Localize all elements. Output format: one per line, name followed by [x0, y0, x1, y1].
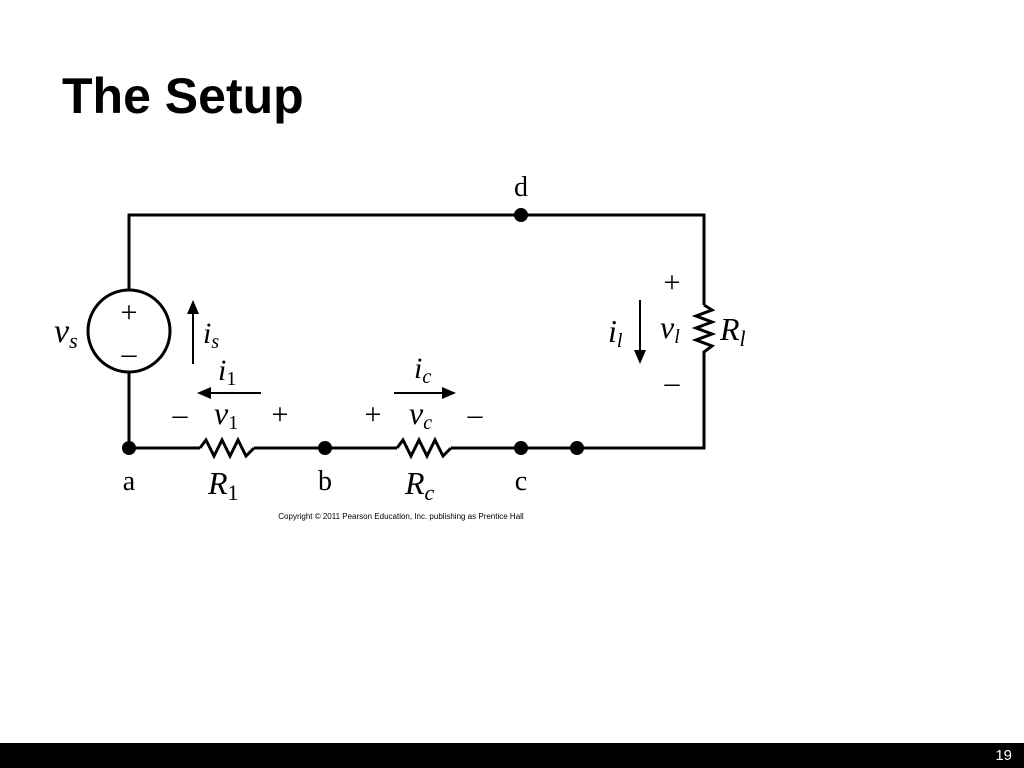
rl-voltage-minus: – — [664, 366, 681, 399]
source-current-arrow — [187, 300, 199, 364]
r1-voltage-minus: – — [172, 398, 189, 431]
rc-label: Rc — [404, 465, 435, 505]
rl-current-arrow — [634, 300, 646, 364]
source-minus-sign: – — [121, 337, 138, 370]
source-voltage-label: vs — [54, 313, 78, 353]
rc-voltage-plus: + — [365, 398, 382, 431]
resistor-r1 — [198, 436, 256, 460]
r1-current-arrow — [197, 387, 261, 399]
resistor-rl — [691, 303, 717, 357]
footer-bar: 19 — [0, 743, 1024, 768]
page-number: 19 — [995, 747, 1012, 764]
wire-left-top — [127, 213, 706, 305]
rl-label: Rl — [719, 311, 746, 351]
rl-current-label: il — [608, 313, 623, 352]
resistor-rc — [395, 436, 453, 460]
voltage-source — [86, 288, 172, 374]
node-label-c: c — [515, 466, 527, 497]
node-label-a: a — [123, 466, 136, 497]
node-d-dot — [514, 208, 528, 222]
rl-voltage-plus: + — [664, 266, 681, 299]
node-a-dot — [122, 441, 136, 455]
r1-current-label: i1 — [218, 354, 236, 390]
node-b-dot — [318, 441, 332, 455]
node-label-d: d — [514, 172, 528, 203]
slide-title: The Setup — [62, 68, 304, 124]
rc-current-arrow — [394, 387, 456, 399]
node-c-dot — [514, 441, 528, 455]
source-plus-sign: + — [121, 296, 138, 329]
circuit-wires — [127, 213, 706, 450]
r1-voltage-plus: + — [272, 398, 289, 431]
node-extra-dot — [570, 441, 584, 455]
rc-voltage-label: vc — [409, 395, 432, 434]
circuit-nodes — [122, 208, 584, 455]
node-label-b: b — [318, 466, 332, 497]
r1-label: R1 — [207, 465, 239, 505]
source-current-label: is — [203, 317, 219, 353]
rc-voltage-minus: – — [467, 398, 484, 431]
rl-voltage-label: vl — [660, 309, 680, 348]
wire-right-bottom — [451, 357, 706, 450]
rc-current-label: ic — [414, 352, 431, 388]
r1-voltage-label: v1 — [214, 395, 238, 434]
copyright-notice: Copyright © 2011 Pearson Education, Inc.… — [278, 512, 524, 521]
